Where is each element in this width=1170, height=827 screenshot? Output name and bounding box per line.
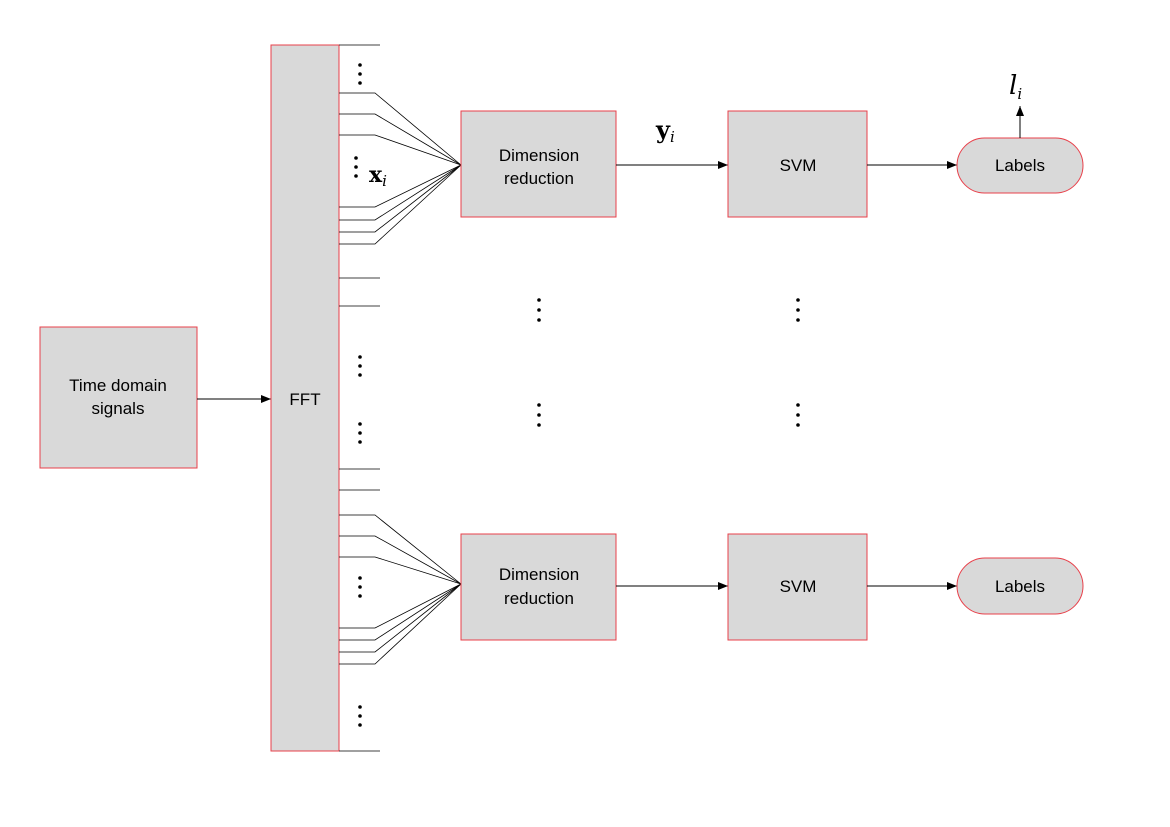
bottom-fan-in [339,514,462,665]
x-i-label: xi [369,162,387,190]
dim-reduction-bottom-line1: Dimension [499,565,579,584]
ellipsis-2 [354,156,358,178]
time-domain-node: Time domain signals [39,326,198,469]
fft-label: FFT [289,390,320,409]
svm-bottom-label: SVM [780,577,817,596]
dim-reduction-bottom-line2: reduction [504,589,574,608]
ellipsis-5 [358,576,362,598]
dim-reduction-top-node: Dimension reduction [460,110,617,218]
ellipsis-svm-1 [796,298,800,322]
y-i-label: yi [655,115,675,146]
dim-reduction-bottom-node: Dimension reduction [460,533,617,641]
middle-ellipses [537,298,800,427]
labels-top-node: Labels [956,137,1084,194]
dim-reduction-top-line1: Dimension [499,146,579,165]
labels-bottom-node: Labels [956,557,1084,615]
dim-reduction-top-line2: reduction [504,169,574,188]
ellipsis-dr-1 [537,298,541,322]
fft-output-lines [339,44,380,752]
labels-bottom-label: Labels [995,577,1045,596]
ellipsis-1 [358,63,362,85]
svm-top-label: SVM [780,156,817,175]
labels-top-label: Labels [995,156,1045,175]
time-domain-label-line1: Time domain [69,376,167,395]
fft-node: FFT [270,44,340,752]
ellipsis-dr-2 [537,403,541,427]
ellipsis-4 [358,422,362,444]
l-i-label: li [1009,71,1022,103]
ellipsis-6 [358,705,362,727]
ellipsis-svm-2 [796,403,800,427]
svm-bottom-node: SVM [727,533,868,641]
time-domain-label-line2: signals [92,399,145,418]
svm-top-node: SVM [727,110,868,218]
top-fan-in [339,92,462,245]
fft-output-ellipses [354,63,362,727]
ellipsis-3 [358,355,362,377]
